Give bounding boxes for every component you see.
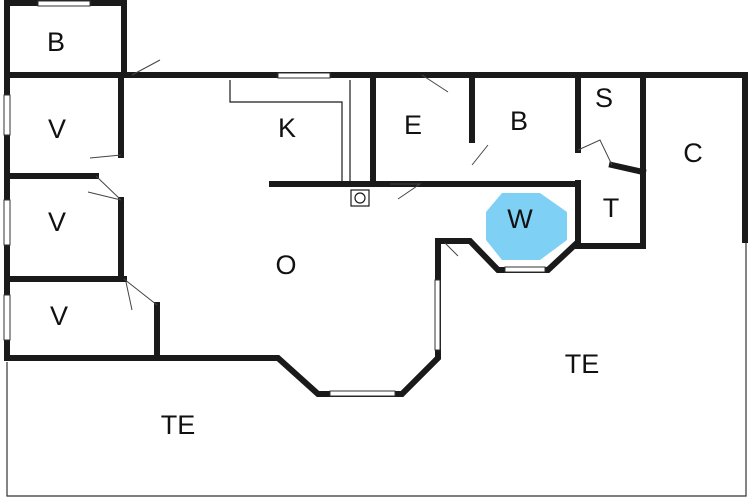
window-bay-1: [329, 390, 396, 397]
window-bay-side: [434, 279, 441, 351]
door-e: [421, 74, 449, 93]
room-label-o: O: [275, 250, 296, 280]
window-left-v2: [3, 199, 11, 246]
sink-symbol: [350, 189, 370, 207]
wall-bedroom-top: [4, 0, 127, 78]
window-top-k: [277, 72, 331, 79]
room-label-k: K: [278, 113, 296, 143]
room-label-te-right: TE: [565, 349, 600, 379]
window-top-b: [37, 0, 91, 7]
door-v2: [87, 175, 122, 201]
room-label-e: E: [404, 110, 422, 140]
windows: [3, 0, 546, 397]
room-label-v1: V: [48, 114, 66, 144]
window-left-v3: [3, 294, 11, 341]
doors: [87, 59, 613, 311]
room-label-t: T: [603, 193, 620, 223]
door-o-right: [444, 242, 459, 257]
door-corridor: [390, 183, 422, 200]
room-label-w[interactable]: W: [507, 204, 533, 234]
room-label-te-left: TE: [161, 410, 196, 440]
door-v3: [123, 278, 158, 311]
room-w-highlight[interactable]: [486, 193, 567, 260]
room-label-b2: B: [510, 106, 528, 136]
door-s: [577, 139, 613, 166]
room-label-s: S: [595, 83, 613, 113]
wall-bottom-left: [4, 238, 441, 397]
room-label-b1: B: [47, 27, 65, 57]
wall-s-c-divider: [575, 72, 646, 249]
door-top-left: [131, 59, 161, 76]
walls: [4, 0, 748, 397]
wall-top-main: [121, 72, 748, 243]
kitchen-counter: [229, 80, 351, 182]
terrace-outline: [6, 240, 747, 497]
window-left-v1: [3, 94, 11, 136]
room-label-c: C: [683, 138, 703, 168]
door-v1: [89, 154, 122, 159]
door-b: [471, 144, 489, 166]
room-label-v3: V: [50, 301, 68, 331]
window-w-bottom: [504, 266, 546, 273]
room-label-v2: V: [48, 207, 66, 237]
wall-t-top: [608, 161, 647, 176]
